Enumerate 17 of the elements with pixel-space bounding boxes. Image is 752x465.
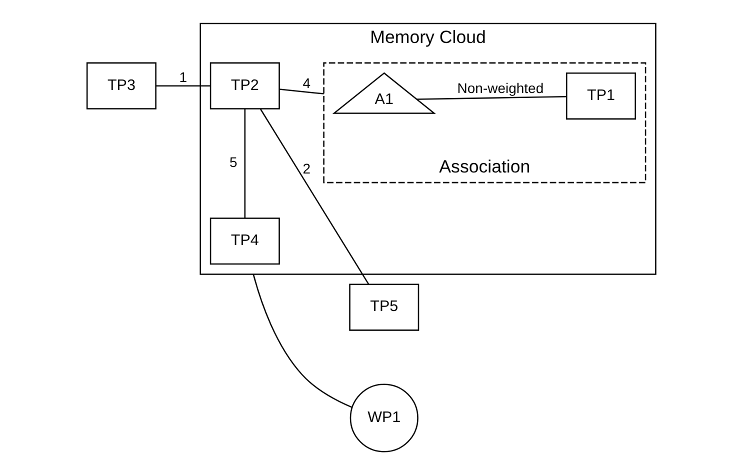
connector (279, 88, 324, 94)
connector (156, 85, 210, 86)
connector (260, 108, 369, 285)
node-box: TP2 (209, 62, 280, 110)
edge-label: 4 (302, 75, 310, 92)
node-box: TP5 (348, 284, 419, 331)
edge-label: 2 (302, 160, 310, 176)
connector (416, 96, 566, 100)
node-box: TP3 (86, 62, 156, 110)
node-box: TP1 (566, 72, 636, 120)
node-circle: WP1 (349, 384, 418, 452)
connector (244, 108, 246, 218)
edge-label: Non-weighted (456, 80, 544, 96)
connector (252, 274, 352, 408)
edge-label: 5 (229, 154, 237, 170)
edge-label: 1 (178, 68, 187, 85)
node-box: TP4 (209, 218, 280, 265)
